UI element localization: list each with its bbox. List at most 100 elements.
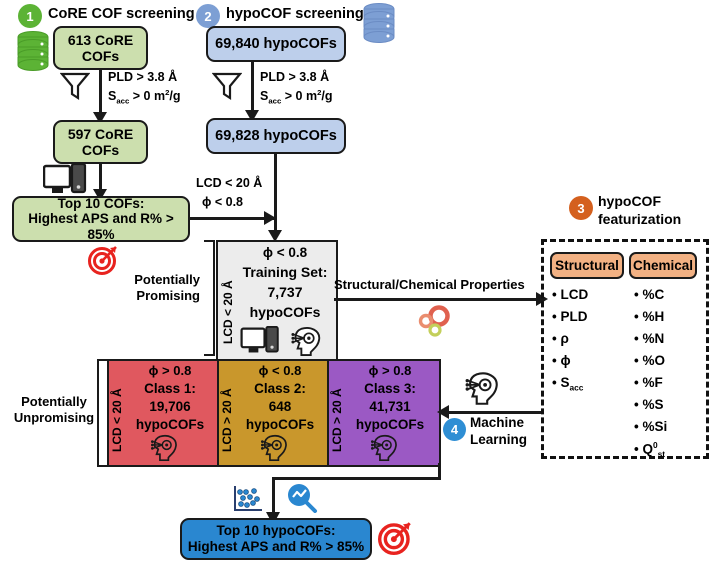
core-arrow-2 bbox=[99, 164, 102, 196]
hypo-arrow-2-head bbox=[268, 230, 282, 242]
ml-arrow-head bbox=[437, 405, 449, 419]
chemical-item-f: • %F bbox=[634, 375, 663, 390]
class-1-unit: hypoCOFs bbox=[135, 417, 205, 432]
structural-item-lcd: • LCD bbox=[552, 287, 589, 302]
structural-item-sacc-sub: acc bbox=[569, 382, 584, 393]
ai-brain-icon bbox=[260, 435, 287, 461]
hypo-filter-cond-2: Sacc > 0 m2/g bbox=[260, 88, 333, 106]
core-result-line1: Top 10 COFs: bbox=[57, 195, 145, 211]
chemical-item-f-label: %F bbox=[642, 375, 663, 390]
structural-item-pld-label: PLD bbox=[560, 309, 588, 324]
step-1-badge: 1 bbox=[18, 4, 42, 28]
chemical-item-h: • %H bbox=[634, 309, 665, 324]
step-4-badge-text: 4 bbox=[450, 422, 459, 437]
properties-arrow-label: Structural/Chemical Properties bbox=[334, 277, 525, 292]
branch-cond-1: LCD < 20 Å bbox=[196, 176, 263, 190]
class-2-count: 648 bbox=[268, 399, 292, 414]
promising-bracket bbox=[204, 240, 215, 356]
hypo-filter-cond-1: PLD > 3.8 Å bbox=[260, 70, 330, 84]
class-3-count: 41,731 bbox=[369, 399, 411, 414]
core-initial-line1: 613 CoRE bbox=[67, 31, 134, 48]
unpromising-label-line1: Potentially bbox=[21, 394, 87, 409]
core-filter-cond-2: Sacc > 0 m2/g bbox=[108, 88, 181, 106]
final-result-box: Top 10 hypoCOFs: Highest APS and R% > 85… bbox=[180, 518, 372, 560]
core-arrow-1 bbox=[99, 70, 102, 120]
chemical-item-c-label: %C bbox=[642, 287, 665, 302]
database-icon bbox=[17, 31, 49, 71]
step-3-heading-line1: hypoCOF bbox=[598, 193, 661, 209]
core-filtered-line2: COFs bbox=[81, 142, 120, 158]
class-2-unit: hypoCOFs bbox=[245, 417, 315, 432]
ai-brain-icon bbox=[465, 372, 498, 405]
step-4-badge: 4 bbox=[443, 418, 466, 441]
hypo-filtered-box: 69,828 hypoCOFs bbox=[206, 118, 346, 154]
chemical-item-si-label: %Si bbox=[642, 419, 668, 434]
ai-brain-icon bbox=[291, 327, 321, 356]
ml-arrow bbox=[440, 411, 541, 414]
hypo-initial-box: 69,840 hypoCOFs bbox=[206, 26, 346, 62]
unpromising-bracket bbox=[97, 359, 108, 467]
core-arrow-1-head bbox=[93, 112, 107, 124]
step-2-badge: 2 bbox=[196, 4, 220, 28]
target-icon bbox=[378, 522, 411, 555]
class-3-cond: ϕ > 0.8 bbox=[368, 363, 412, 378]
core-filtered-line1: 597 CoRE bbox=[67, 125, 134, 142]
computer-icon bbox=[43, 163, 87, 194]
sacc-sub: acc bbox=[268, 96, 282, 106]
core-initial-box: 613 CoRE COFs bbox=[53, 26, 148, 70]
magnifier-chart-icon bbox=[288, 484, 317, 513]
training-set-cond: ϕ < 0.8 bbox=[262, 245, 308, 260]
core-initial-line2: COFs bbox=[81, 48, 120, 64]
unpromising-label: Potentially Unpromising bbox=[12, 394, 96, 425]
sacc-op: > 0 m bbox=[129, 89, 166, 104]
funnel-icon bbox=[212, 72, 242, 101]
training-set-line2: 7,737 bbox=[267, 284, 303, 300]
sacc-tail: /g bbox=[321, 89, 333, 104]
final-path-right-riser bbox=[438, 463, 441, 479]
promising-label: Potentially Promising bbox=[130, 272, 200, 303]
properties-arrow bbox=[334, 298, 542, 301]
structural-header: Structural bbox=[550, 252, 624, 279]
final-arrow bbox=[272, 477, 275, 518]
final-result-line2: Highest APS and R% > 85% bbox=[187, 539, 365, 554]
sacc-symbol: S bbox=[260, 89, 269, 104]
class-1-cond: ϕ > 0.8 bbox=[148, 363, 192, 378]
chemical-item-n-label: %N bbox=[642, 331, 665, 346]
hypo-arrow-1-head bbox=[245, 110, 259, 122]
class-3-side-label: LCD > 20 Å bbox=[330, 388, 344, 452]
ai-brain-icon bbox=[150, 435, 177, 461]
class-2-name: Class 2: bbox=[254, 381, 306, 396]
branch-arrow-head bbox=[264, 211, 276, 225]
sacc-sup: 2 bbox=[317, 88, 322, 97]
training-set-side-label: LCD < 20 Å bbox=[221, 280, 235, 344]
target-icon bbox=[88, 246, 117, 275]
step-2-badge-text: 2 bbox=[204, 8, 212, 24]
ai-brain-icon bbox=[370, 435, 397, 461]
chemical-item-c: • %C bbox=[634, 287, 665, 302]
scatter-plot-icon bbox=[234, 486, 262, 511]
structural-item-rho: • ρ bbox=[552, 331, 569, 346]
chemical-item-h-label: %H bbox=[642, 309, 665, 324]
step-4-label-line2: Learning bbox=[470, 431, 528, 447]
step-3-badge-text: 3 bbox=[577, 200, 585, 216]
featurization-panel bbox=[541, 239, 709, 459]
structural-item-lcd-label: LCD bbox=[560, 287, 589, 302]
structural-item-rho-label: ρ bbox=[560, 331, 569, 346]
computer-icon bbox=[240, 326, 279, 353]
core-result-line2: Highest APS and R% > 85% bbox=[28, 211, 174, 242]
structural-item-pld: • PLD bbox=[552, 309, 588, 324]
core-result-box: Top 10 COFs: Highest APS and R% > 85% bbox=[12, 196, 190, 242]
training-set-line3: hypoCOFs bbox=[249, 304, 321, 320]
step-2-heading: hypoCOF screening bbox=[226, 6, 364, 22]
class-3-name: Class 3: bbox=[364, 381, 416, 396]
class-1-name: Class 1: bbox=[144, 381, 196, 396]
training-set-line1: Training Set: bbox=[242, 264, 328, 280]
class-2-cond: ϕ < 0.8 bbox=[258, 363, 302, 378]
chemical-item-si: • %Si bbox=[634, 419, 668, 434]
step-3-heading: hypoCOF featurization bbox=[598, 193, 681, 228]
class-1-side-label: LCD < 20 Å bbox=[110, 388, 124, 452]
promising-label-line1: Potentially bbox=[134, 272, 200, 287]
chemical-item-o-label: %O bbox=[642, 353, 665, 368]
core-filtered-box: 597 CoRE COFs bbox=[53, 120, 148, 164]
class-3-unit: hypoCOFs bbox=[355, 417, 425, 432]
